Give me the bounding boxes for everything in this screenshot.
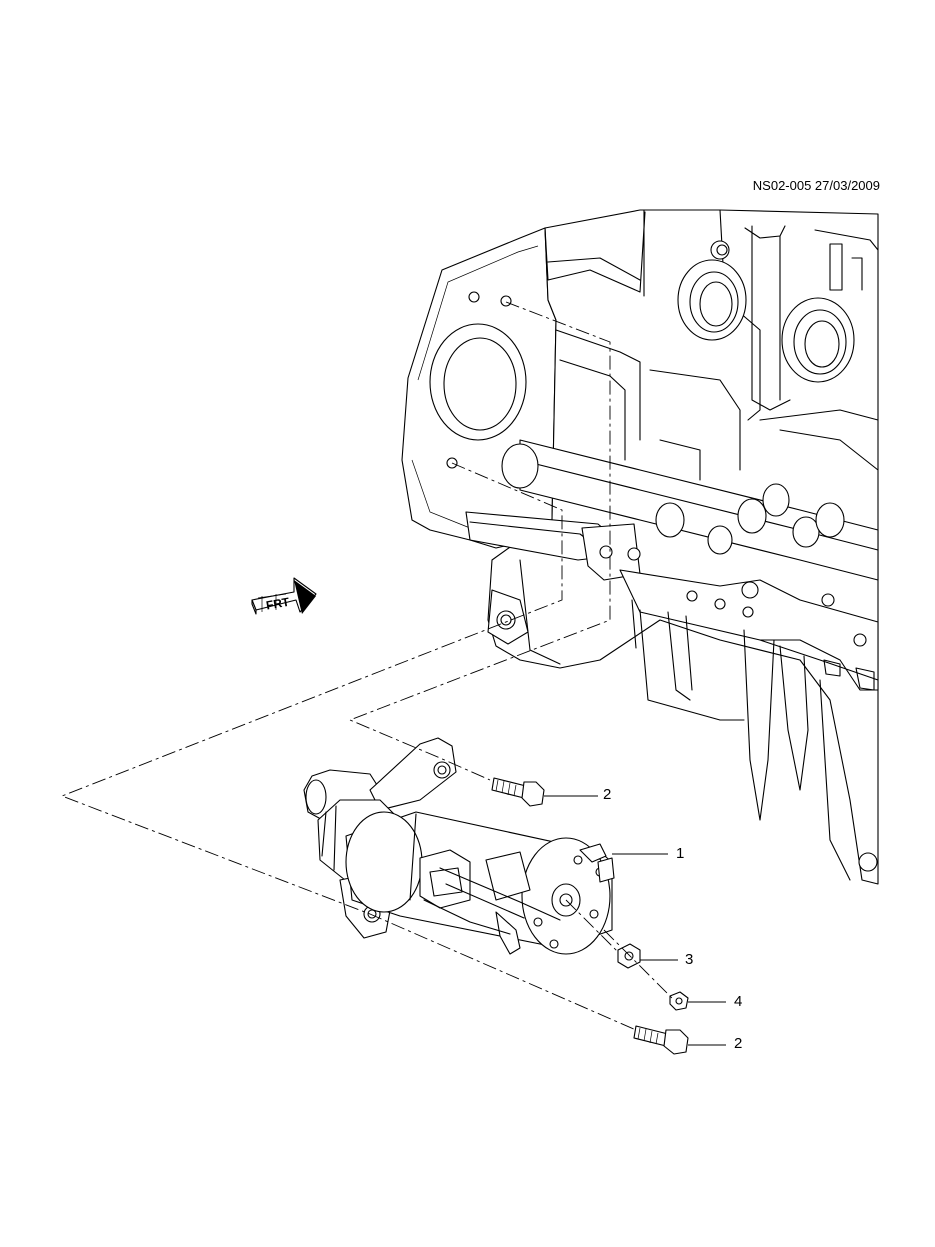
callout-2-lower-bolt: 2	[734, 1035, 743, 1052]
front-direction-arrow-icon	[251, 577, 317, 615]
leader-lines	[544, 795, 726, 1046]
callout-3-nut: 3	[685, 951, 694, 968]
frt-label: FRT	[266, 595, 291, 613]
callout-4-small-nut: 4	[734, 993, 743, 1010]
svg-text:FRT: FRT	[266, 595, 291, 613]
callout-2-upper-bolt: 2	[603, 786, 612, 803]
document-id: NS02-005 27/03/2009	[752, 178, 880, 193]
alignment-lines	[60, 301, 673, 1031]
callout-1-starter-motor: 1	[676, 845, 685, 862]
starter-motor	[303, 737, 615, 955]
nut	[617, 943, 641, 969]
lower-bolt	[633, 1025, 689, 1055]
engine-block	[401, 209, 879, 885]
small-nut	[669, 991, 689, 1011]
upper-bolt	[491, 777, 545, 807]
